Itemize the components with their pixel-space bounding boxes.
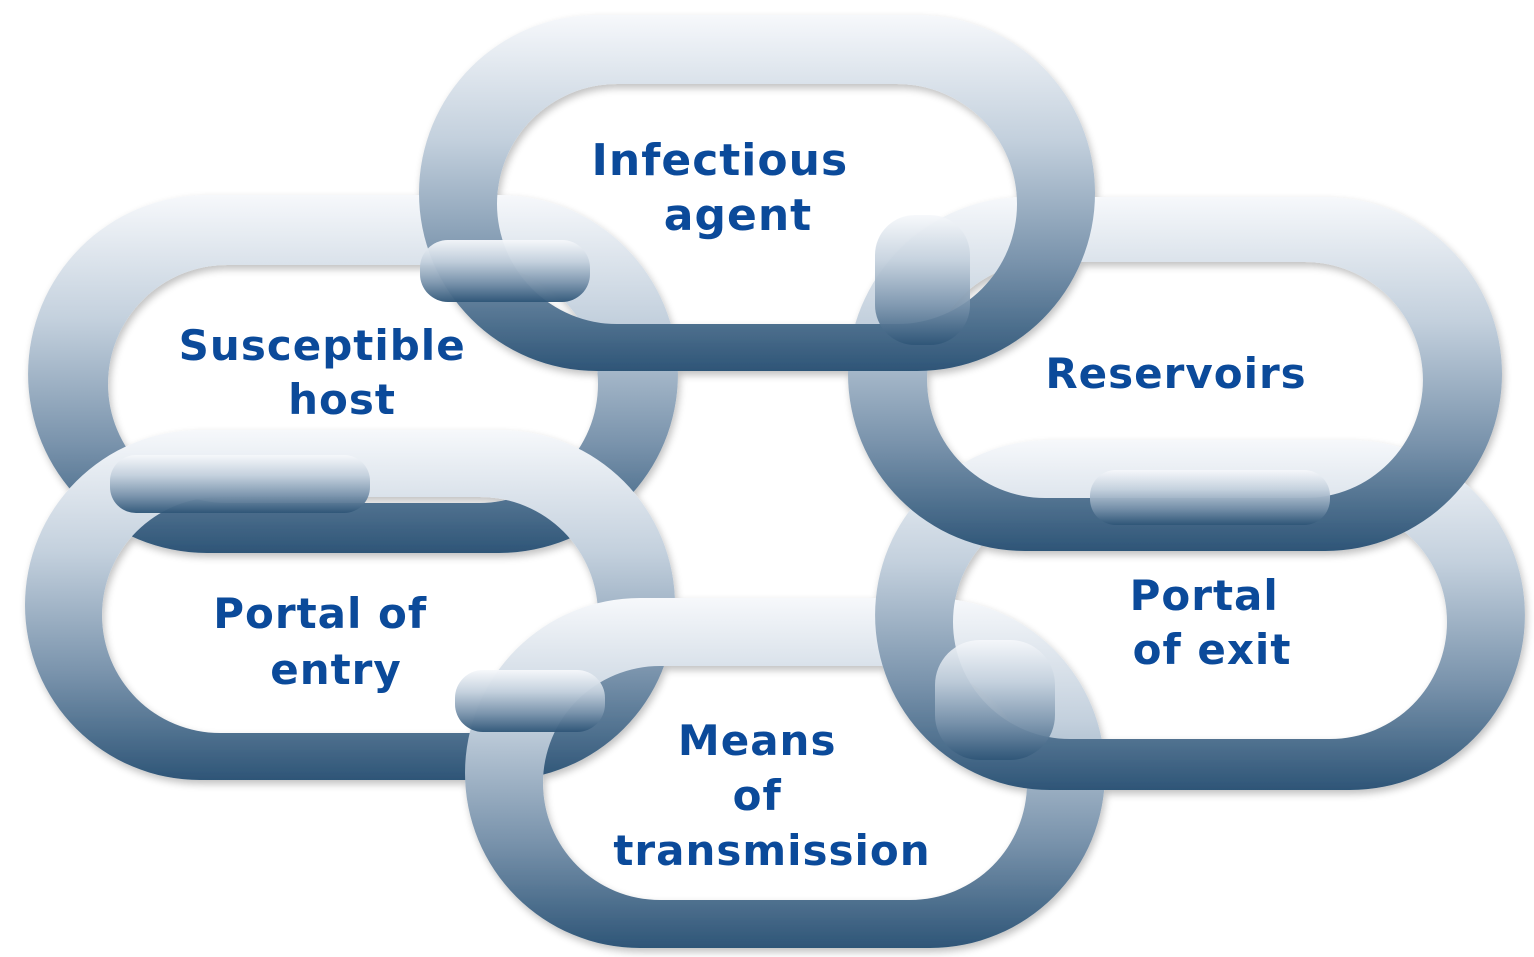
label-susceptible-host-line-1: Susceptible	[179, 321, 466, 370]
label-portal-of-exit: Portal of exit	[1130, 571, 1295, 674]
label-susceptible-host-line-2: host	[288, 375, 396, 424]
label-reservoirs: Reservoirs	[1045, 349, 1306, 398]
label-portal-of-exit-line-1: Portal	[1130, 571, 1279, 620]
label-portal-of-entry: Portal of entry	[213, 589, 443, 694]
label-means-of-transmission-line-2: of	[733, 771, 782, 820]
chain-labels: Infectious agent Reservoirs Portal of ex…	[179, 135, 1306, 875]
label-reservoirs-line-1: Reservoirs	[1045, 349, 1306, 398]
label-means-of-transmission-line-3: transmission	[613, 826, 930, 875]
label-means-of-transmission: Means of transmission	[613, 716, 930, 875]
label-means-of-transmission-line-1: Means	[678, 716, 837, 765]
label-susceptible-host: Susceptible host	[179, 321, 482, 424]
chain-interlocks	[110, 215, 1330, 760]
label-portal-of-exit-line-2: of exit	[1133, 625, 1292, 674]
label-infectious-agent: Infectious agent	[592, 135, 865, 241]
label-infectious-agent-line-2: agent	[664, 190, 812, 241]
label-infectious-agent-line-1: Infectious	[592, 135, 849, 186]
label-portal-of-entry-line-2: entry	[270, 645, 402, 694]
label-portal-of-entry-line-1: Portal of	[213, 589, 427, 638]
